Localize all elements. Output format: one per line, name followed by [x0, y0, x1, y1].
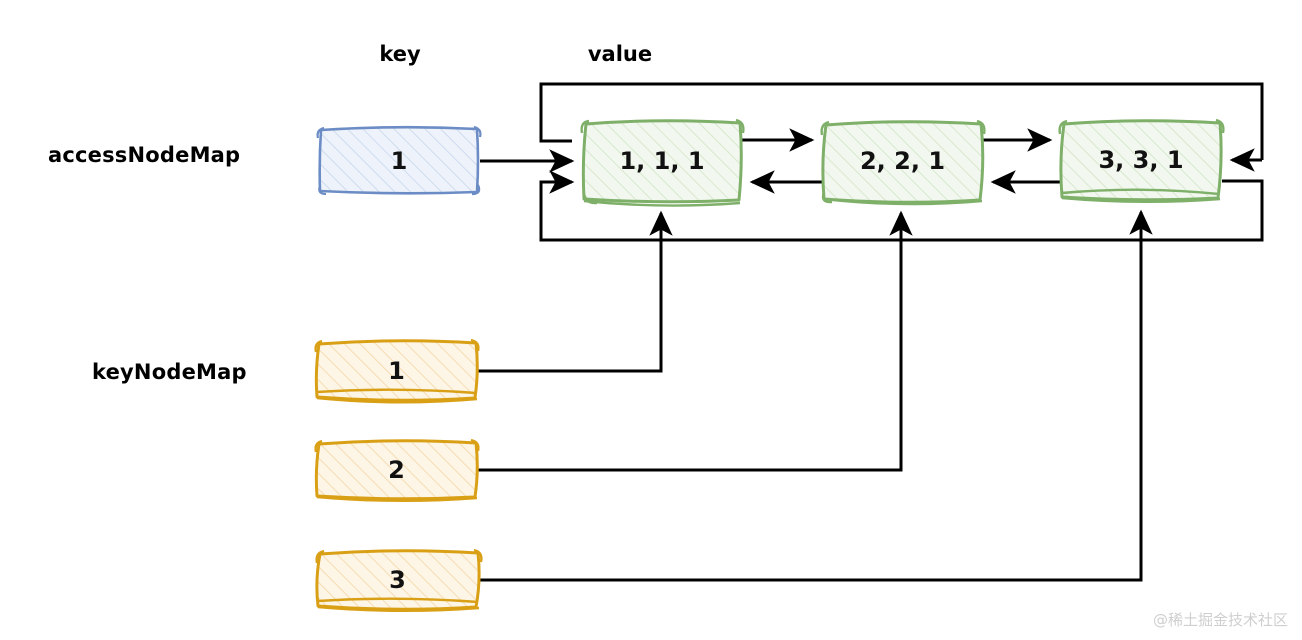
- row-label-key-node-map: keyNodeMap: [92, 360, 247, 384]
- next-pointer-3-wrap-to-1: [539, 82, 1264, 160]
- key-1-to-node-1: [478, 210, 673, 373]
- key-3-to-node-3: [480, 209, 1153, 582]
- list-node-2[interactable]: [820, 119, 986, 206]
- column-header-value: value: [587, 42, 653, 66]
- column-header-key: key: [379, 42, 421, 66]
- list-node-3[interactable]: [1058, 118, 1225, 203]
- watermark: @稀土掘金技术社区: [1152, 611, 1288, 629]
- key-node-map-entry-2[interactable]: [314, 438, 480, 502]
- key-node-map-entry-3[interactable]: [315, 548, 483, 612]
- row-label-access-node-map: accessNodeMap: [48, 143, 241, 167]
- key-2-to-node-2: [478, 210, 913, 472]
- key-node-map-entry-1[interactable]: [314, 338, 480, 404]
- list-node-1[interactable]: [580, 118, 745, 207]
- access-node-map-entry-1[interactable]: [316, 125, 482, 196]
